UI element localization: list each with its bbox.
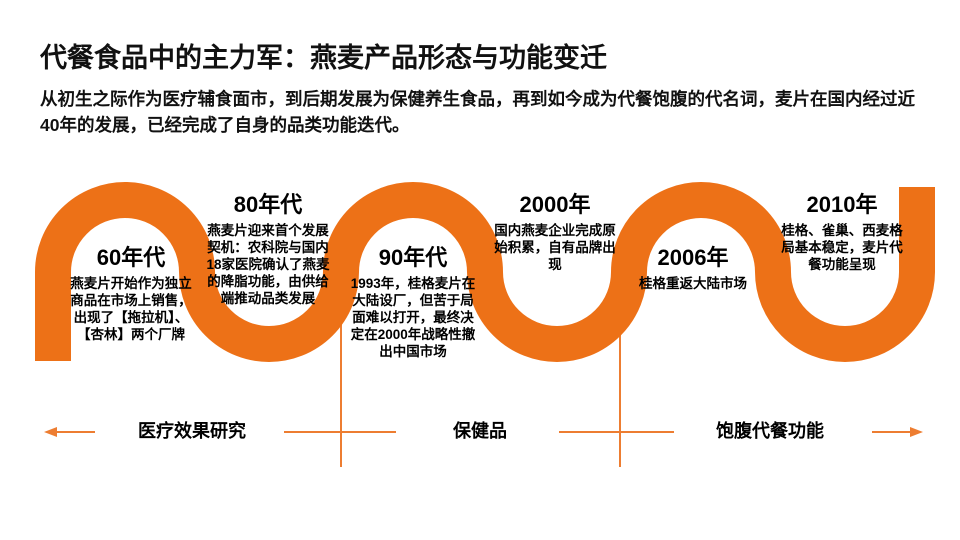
page-title: 代餐食品中的主力军：燕麦产品形态与功能变迁 xyxy=(40,43,607,73)
era-block-90s: 90年代 1993年，桂格麦片在大陆设厂，但苦于局面难以打开，最终决定在2000… xyxy=(350,245,476,360)
arrow-left-icon xyxy=(44,427,95,437)
era-year: 60年代 xyxy=(96,245,166,270)
era-block-80s: 80年代 燕麦片迎来首个发展契机：农科院与国内18家医院确认了燕麦的降脂功能，由… xyxy=(205,192,331,307)
timeline-curve xyxy=(35,182,935,362)
era-desc: 国内燕麦企业完成原始积累，自有品牌出现 xyxy=(494,223,616,272)
phase-label-meal-replacement: 饱腹代餐功能 xyxy=(716,421,824,441)
era-block-60s: 60年代 燕麦片开始作为独立商品在市场上销售，出现了【拖拉机】、【杏林】两个厂牌 xyxy=(64,245,198,343)
era-block-2010: 2010年 桂格、雀巢、西麦格局基本稳定，麦片代餐功能呈现 xyxy=(775,192,909,273)
era-year: 90年代 xyxy=(378,245,448,270)
era-block-2006: 2006年 桂格重返大陆市场 xyxy=(618,245,768,292)
phase-label-medical: 医疗效果研究 xyxy=(138,421,246,441)
intro-text: 从初生之际作为医疗辅食面市，到后期发展为保健养生食品，再到如今成为代餐饱腹的代名… xyxy=(40,89,915,135)
era-year: 80年代 xyxy=(233,192,303,217)
era-desc: 桂格、雀巢、西麦格局基本稳定，麦片代餐功能呈现 xyxy=(781,223,903,272)
era-desc: 1993年，桂格麦片在大陆设厂，但苦于局面难以打开，最终决定在2000年战略性撤… xyxy=(350,276,476,359)
arrow-right-icon xyxy=(872,427,923,437)
era-year: 2006年 xyxy=(657,245,729,270)
era-year: 2010年 xyxy=(806,192,878,217)
era-year: 2000年 xyxy=(519,192,591,217)
phase-label-health: 保健品 xyxy=(453,421,507,441)
era-desc: 燕麦片开始作为独立商品在市场上销售，出现了【拖拉机】、【杏林】两个厂牌 xyxy=(70,276,192,342)
era-desc: 燕麦片迎来首个发展契机：农科院与国内18家医院确认了燕麦的降脂功能，由供给端推动… xyxy=(206,223,330,306)
era-block-2000: 2000年 国内燕麦企业完成原始积累，自有品牌出现 xyxy=(493,192,617,273)
era-desc: 桂格重返大陆市场 xyxy=(639,276,747,291)
